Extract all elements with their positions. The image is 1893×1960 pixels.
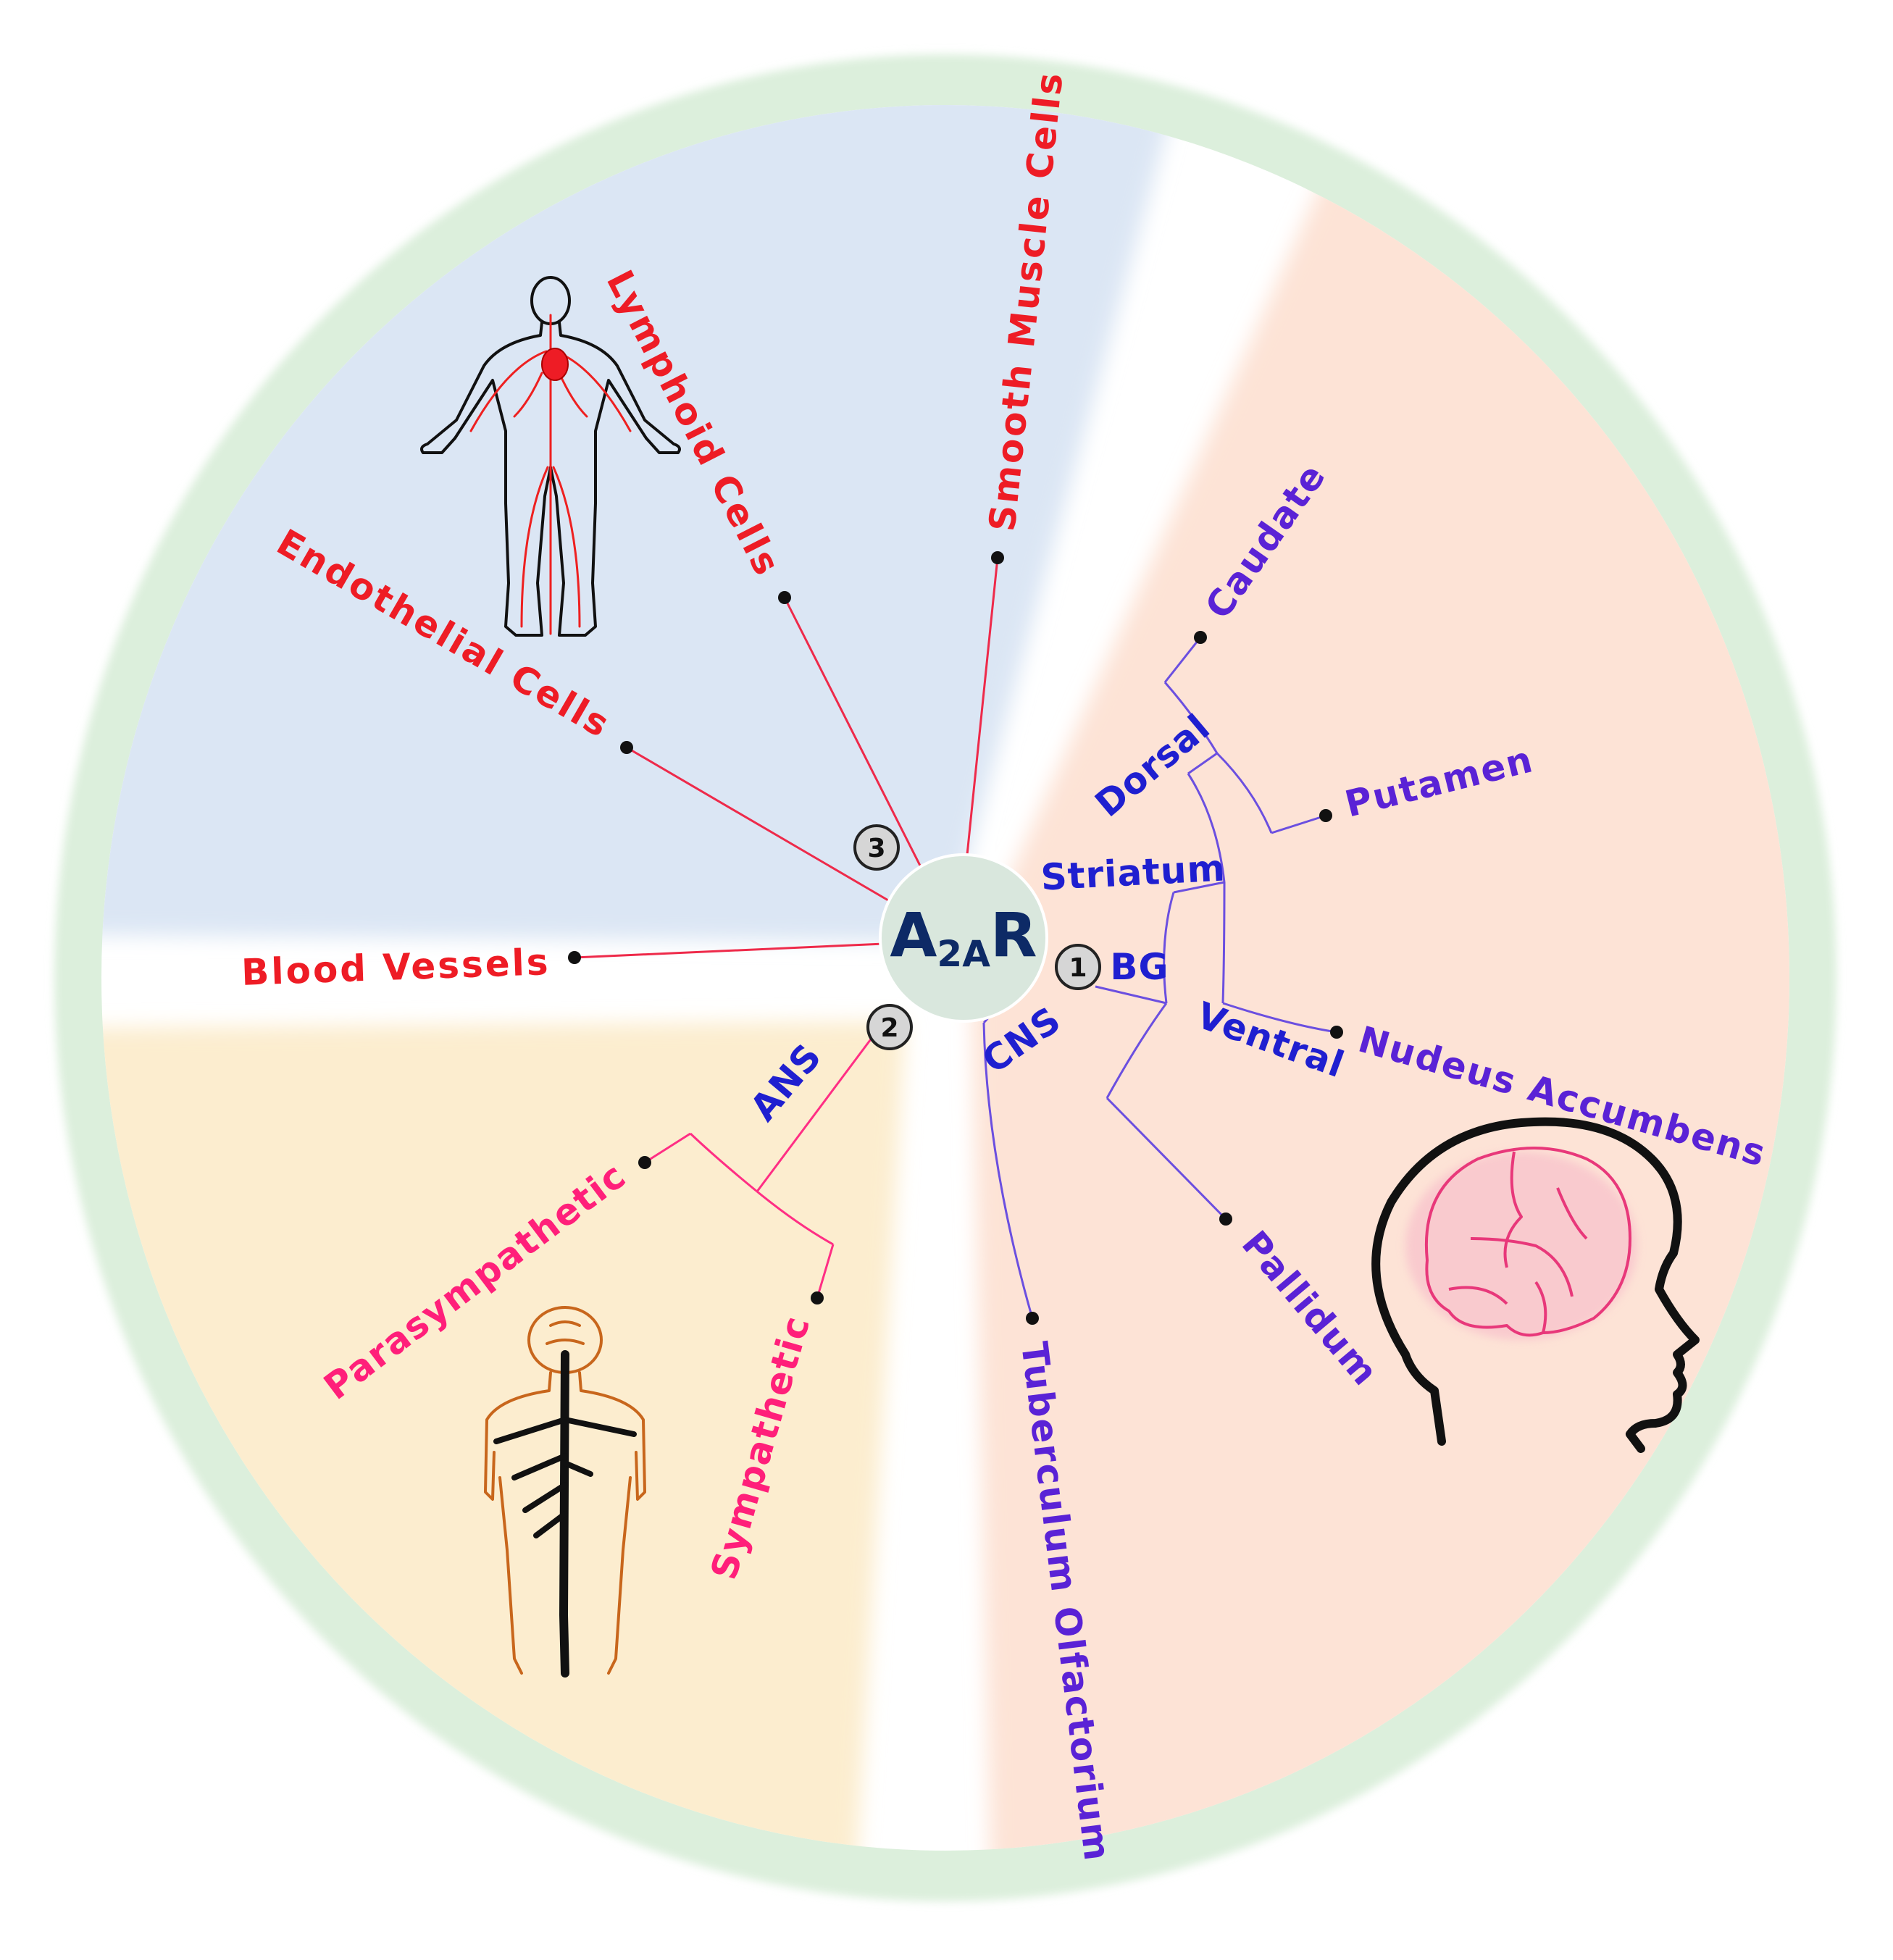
endpoint-dot <box>1026 1312 1039 1325</box>
ans-endpoints <box>638 1156 824 1304</box>
badge-2: 2 <box>866 1004 913 1050</box>
endpoint-dot <box>568 951 581 964</box>
endpoint-dot <box>620 741 633 754</box>
center-node: A2AR <box>879 853 1048 1023</box>
endpoint-dot <box>1319 809 1332 822</box>
cns-endpoints <box>1026 631 1343 1325</box>
endpoint-dot <box>778 591 791 604</box>
brain-head-icon <box>1371 1117 1700 1453</box>
endpoint-dot <box>811 1291 824 1304</box>
spine-nervous-system-icon <box>484 1306 646 1678</box>
human-circulatory-icon <box>420 276 681 637</box>
endpoint-dot <box>991 551 1004 564</box>
endpoint-dot <box>638 1156 651 1169</box>
peripheral-endpoints <box>568 551 1004 964</box>
ans-branches <box>644 1013 891 1299</box>
svg-text:1: 1 <box>1069 953 1087 983</box>
center-label: A2AR <box>890 900 1037 975</box>
endpoint-dot <box>1330 1026 1343 1039</box>
label-bg: BG <box>1110 946 1169 988</box>
label-striatum: Striatum <box>1040 847 1227 898</box>
svg-text:3: 3 <box>867 834 885 863</box>
endpoint-dot <box>1194 631 1207 644</box>
badge-1: 1 <box>1055 944 1101 990</box>
endpoint-dot <box>1219 1213 1232 1226</box>
cns-branches <box>982 637 1337 1319</box>
peripheral-branches <box>574 557 999 959</box>
svg-text:2: 2 <box>880 1013 898 1043</box>
badge-3: 3 <box>853 824 900 871</box>
